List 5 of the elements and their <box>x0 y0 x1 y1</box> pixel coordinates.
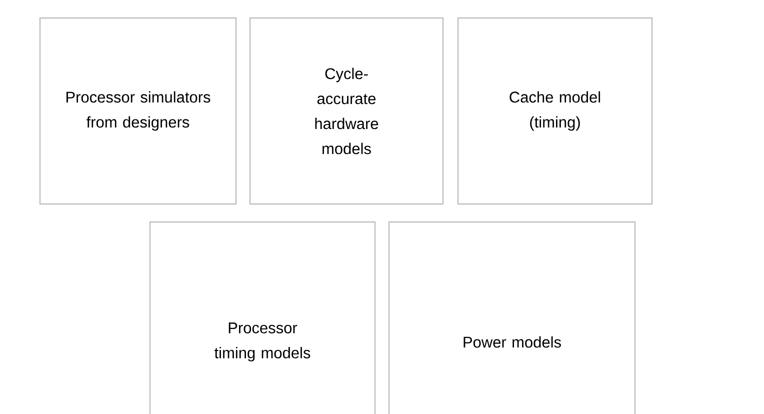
text-box: Processor simulators from designers <box>39 17 237 205</box>
text-box: Processor timing models <box>149 221 376 414</box>
text-box: Power models <box>388 221 636 414</box>
text-box: Cycle-accurate hardware models <box>249 17 444 205</box>
text-box: Cache model (timing) <box>457 17 653 205</box>
